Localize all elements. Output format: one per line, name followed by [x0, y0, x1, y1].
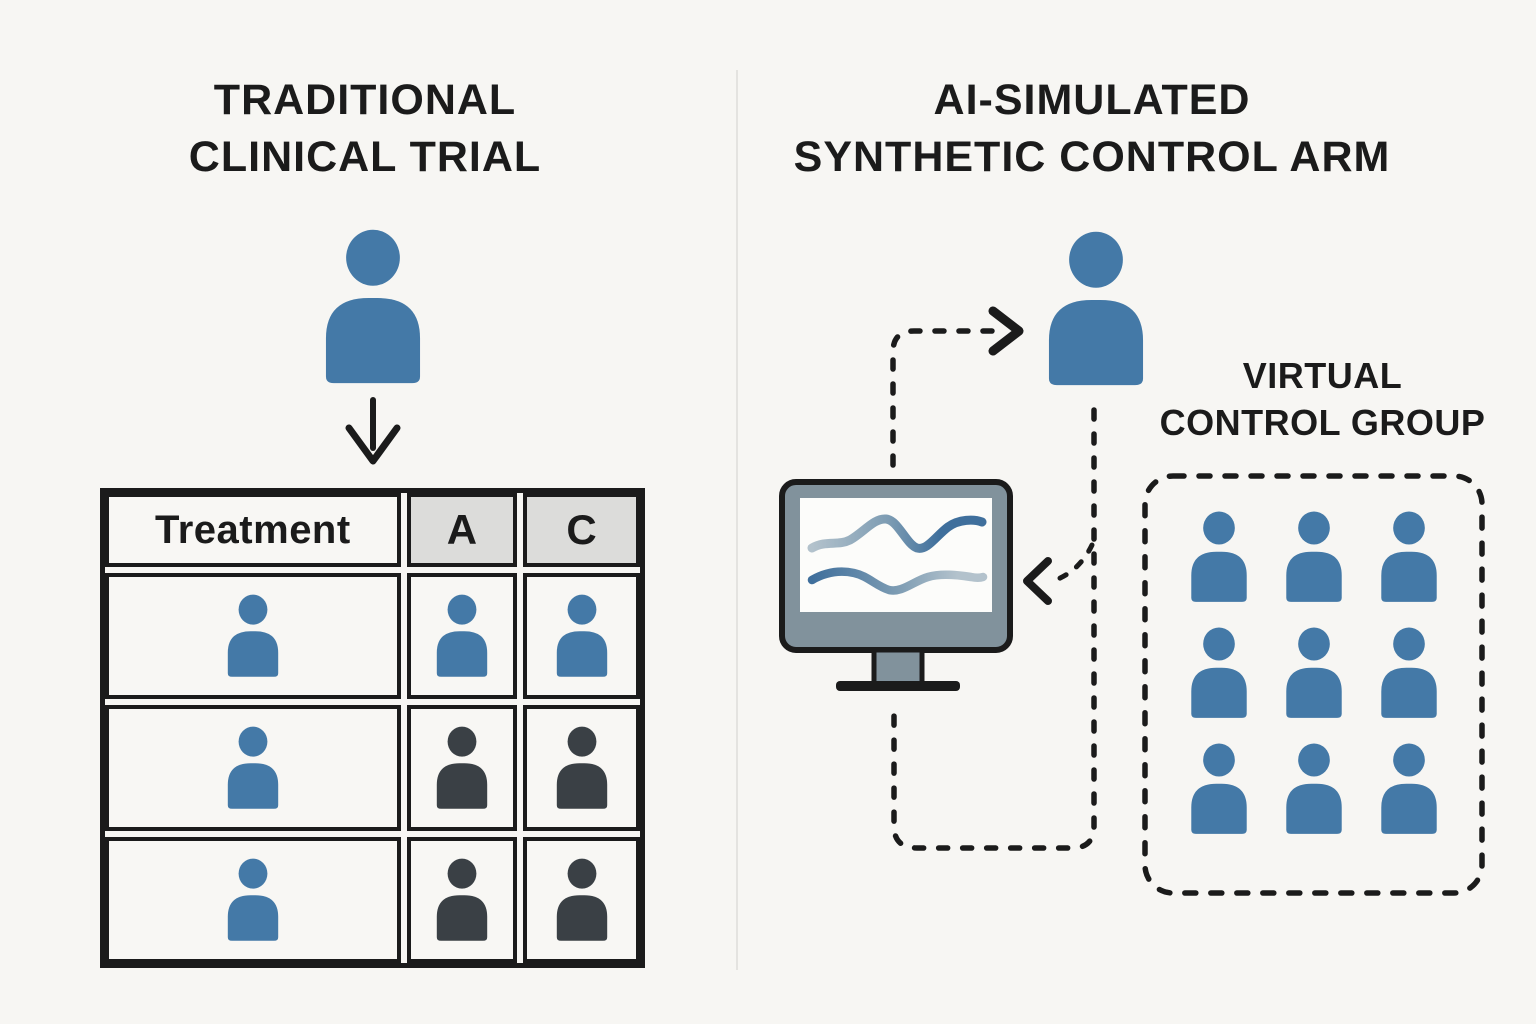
- person-icon: [552, 593, 612, 679]
- person-icon: [223, 593, 283, 679]
- table-cell: [523, 837, 640, 963]
- table-header-a: A: [406, 493, 518, 567]
- monitor-screen: [800, 498, 992, 612]
- person-icon: [1186, 510, 1252, 604]
- table-cell: [406, 573, 518, 699]
- person-icon: [223, 725, 283, 811]
- flow-arrow-computer-to-patient: [890, 306, 1024, 468]
- person-icon: [1281, 626, 1347, 720]
- table-header-treatment: Treatment: [105, 493, 401, 567]
- virtual-control-group-grid: [1186, 510, 1442, 836]
- monitor-stand: [871, 647, 925, 687]
- person-icon: [552, 857, 612, 943]
- right-title-line1: AI-SIMULATED: [933, 76, 1251, 124]
- person-icon: [1186, 742, 1252, 836]
- table-cell: [406, 705, 518, 831]
- table-header-c: C: [523, 493, 640, 567]
- person-icon: [1376, 510, 1442, 604]
- virtual-control-group-label: VIRTUAL CONTROL GROUP: [1150, 352, 1495, 446]
- down-arrow-icon: [345, 397, 401, 465]
- person-icon: [1281, 510, 1347, 604]
- person-icon: [432, 725, 492, 811]
- table-cell: [523, 705, 640, 831]
- panel-divider: [736, 70, 738, 970]
- table-cell: [105, 837, 401, 963]
- table-cell: [105, 705, 401, 831]
- person-icon: [432, 857, 492, 943]
- left-title-line1: TRADITIONAL: [213, 76, 517, 124]
- monitor-chart-icon: [778, 478, 1018, 698]
- person-icon: [1281, 742, 1347, 836]
- person-icon: [552, 725, 612, 811]
- person-icon: [1186, 626, 1252, 720]
- person-icon: [223, 857, 283, 943]
- trial-table: Treatment A C: [100, 488, 645, 968]
- table-cell: [105, 573, 401, 699]
- person-icon: [432, 593, 492, 679]
- right-panel-title: AI-SIMULATED SYNTHETIC CONTROL ARM: [742, 72, 1442, 186]
- person-icon: [317, 228, 429, 386]
- vg-label-line1: VIRTUAL: [1242, 355, 1403, 396]
- person-icon: [1376, 742, 1442, 836]
- monitor-base: [836, 681, 960, 691]
- right-title-line2: SYNTHETIC CONTROL ARM: [793, 133, 1391, 181]
- left-title-line2: CLINICAL TRIAL: [188, 133, 542, 181]
- left-panel-title: TRADITIONAL CLINICAL TRIAL: [70, 72, 660, 186]
- person-icon: [1376, 626, 1442, 720]
- table-cell: [523, 573, 640, 699]
- table-cell: [406, 837, 518, 963]
- person-icon: [1040, 230, 1152, 388]
- vg-label-line2: CONTROL GROUP: [1159, 402, 1486, 443]
